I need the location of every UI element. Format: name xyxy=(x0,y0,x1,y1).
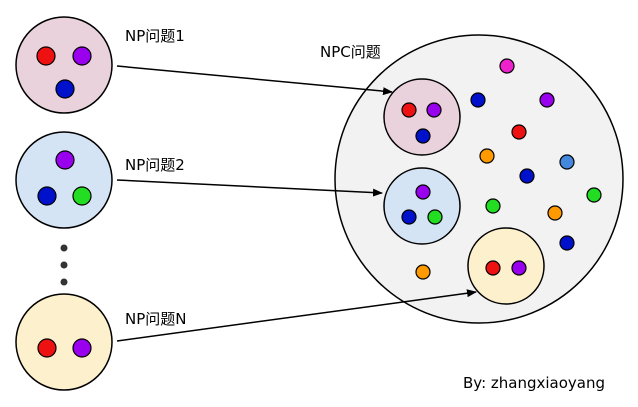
dot-orange xyxy=(479,148,495,164)
dot-red xyxy=(36,46,56,66)
arrow-npn-to-npc xyxy=(116,289,477,342)
dot-purple xyxy=(55,150,75,170)
dot-blue xyxy=(55,79,75,99)
np-problem-1 xyxy=(15,16,113,114)
dot-green xyxy=(586,187,602,203)
dot-purple xyxy=(511,260,527,276)
np-problem-2 xyxy=(15,131,113,229)
dot-magenta xyxy=(499,58,515,74)
dot-orange xyxy=(547,205,563,221)
np2-label: NP问题2 xyxy=(125,156,185,174)
dot-blue xyxy=(559,235,575,251)
npc-scattered-dots xyxy=(415,58,602,280)
inner-np2-circle xyxy=(383,167,461,245)
dot-purple xyxy=(72,46,92,66)
npc-inner-np1 xyxy=(383,78,461,156)
np-problem-n xyxy=(15,293,113,391)
np2-circle xyxy=(15,131,113,229)
arrow-np1-to-npc xyxy=(116,65,393,96)
dot-green xyxy=(427,209,443,225)
dot-red xyxy=(37,338,57,358)
dot-blue xyxy=(470,92,486,108)
dot-red xyxy=(485,260,501,276)
arrow-np2-to-npc xyxy=(116,179,383,197)
dot-purple xyxy=(415,184,431,200)
dot-blue xyxy=(519,168,535,184)
dot-red xyxy=(401,102,417,118)
dot-orange xyxy=(415,264,431,280)
npc-inner-npn xyxy=(467,227,545,305)
npc-inner-np2 xyxy=(383,167,461,245)
dot-blue xyxy=(401,209,417,225)
dot-green xyxy=(72,186,92,206)
dot-blue xyxy=(37,186,57,206)
inner-np1-circle xyxy=(383,78,461,156)
author-credit: By: zhangxiaoyang xyxy=(463,374,605,392)
dot-purple xyxy=(72,338,92,358)
dot-purple xyxy=(539,92,555,108)
npn-label: NP问题N xyxy=(125,310,187,328)
np1-label: NP问题1 xyxy=(125,27,185,45)
dot-blue xyxy=(415,128,431,144)
inner-npn-circle xyxy=(467,227,545,305)
npn-circle xyxy=(15,293,113,391)
dot-purple xyxy=(426,102,442,118)
dot-red xyxy=(511,124,527,140)
npc-label: NPC问题 xyxy=(320,43,381,61)
ellipsis-dots xyxy=(60,244,68,286)
np1-circle xyxy=(15,16,113,114)
dot-lightblue xyxy=(559,154,575,170)
dot-green xyxy=(485,198,501,214)
